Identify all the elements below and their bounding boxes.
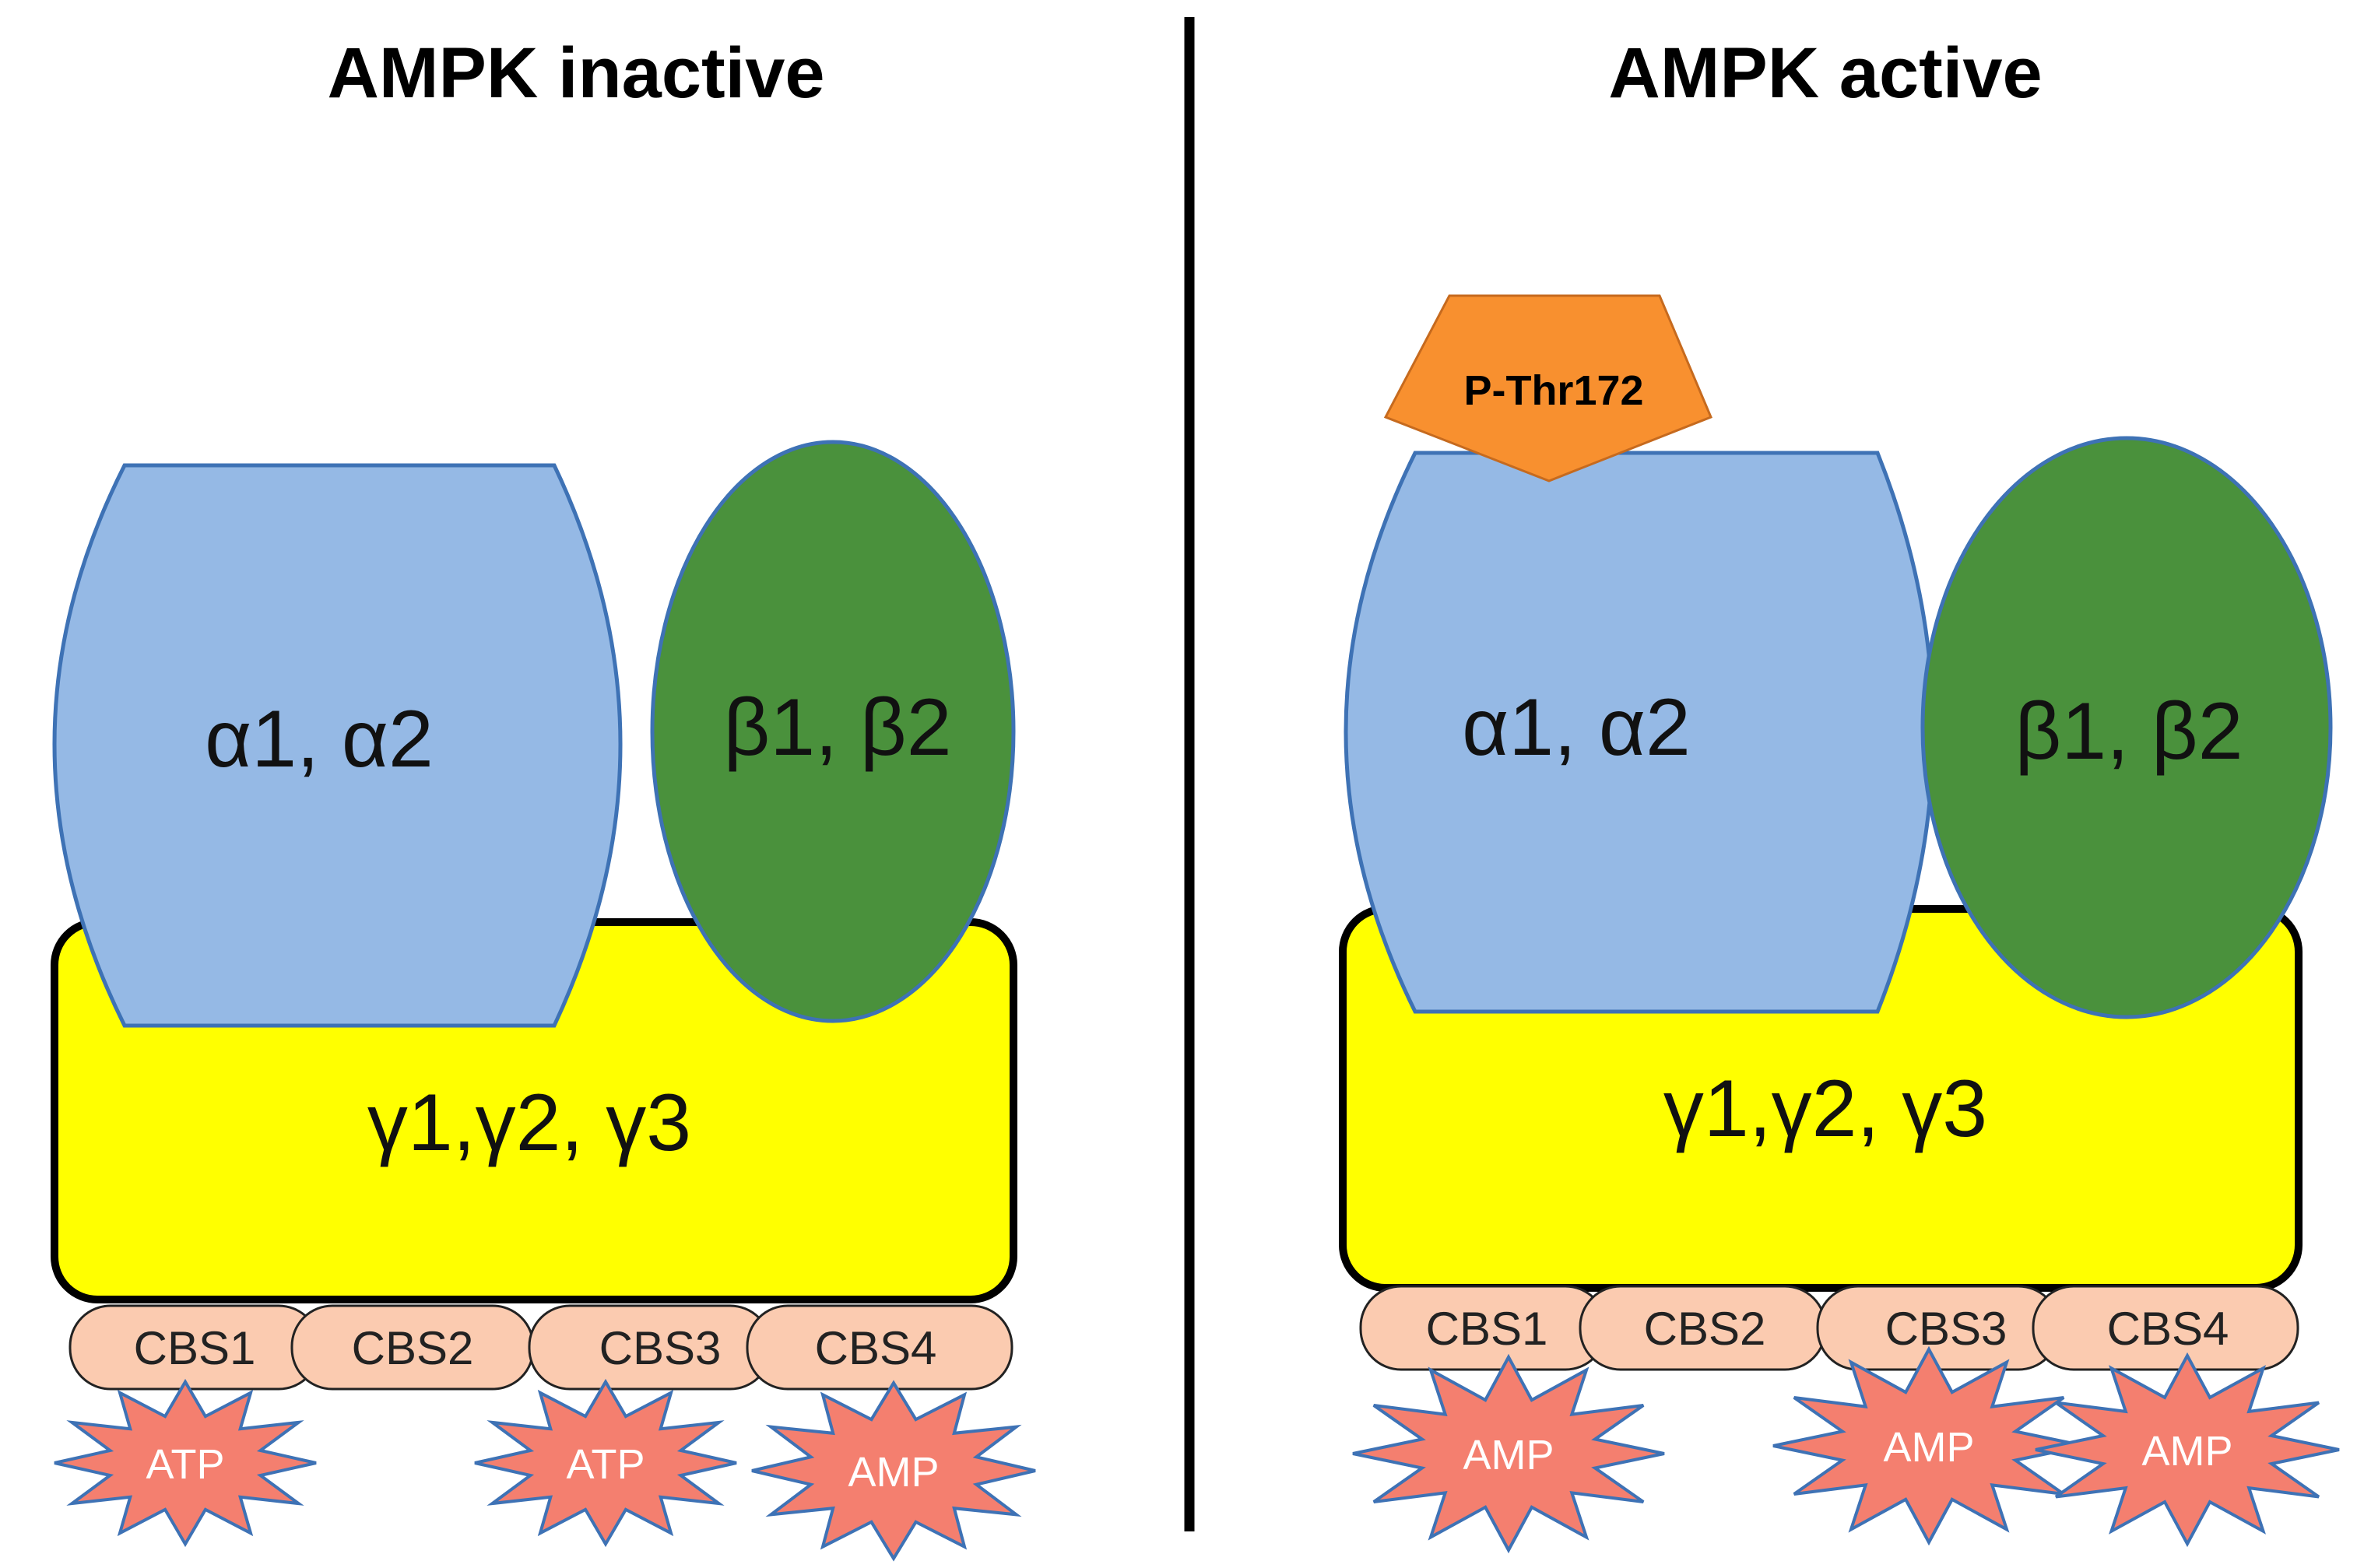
cbs-label: CBS1 (1426, 1303, 1548, 1355)
ligand-star (2035, 1352, 2340, 1548)
ligand-star (1352, 1353, 1665, 1554)
beta-subunit (1920, 436, 2333, 1019)
ligand-label: AMP (1463, 1432, 1554, 1479)
beta-label: β1, β2 (723, 682, 951, 773)
ligand-label: AMP (1883, 1424, 1974, 1471)
alpha-subunit (1344, 451, 1935, 1014)
phospho-label: P-Thr172 (1463, 367, 1643, 414)
cbs-domain (2032, 1285, 2299, 1371)
ligand-label: ATP (566, 1441, 645, 1488)
ligand-star (751, 1380, 1036, 1562)
cbs-label: CBS4 (2107, 1303, 2229, 1355)
alpha-label: α1, α2 (205, 694, 434, 784)
cbs-label: CBS2 (352, 1322, 474, 1374)
alpha-label: α1, α2 (1462, 682, 1691, 773)
panel-inactive: AMPK inactive α1, α2 β1, β2 γ1,γ2, γ3 CB… (51, 33, 1036, 1562)
phospho-thr172-marker (1383, 294, 1712, 482)
cbs-domain (746, 1304, 1013, 1391)
alpha-subunit (52, 463, 623, 1028)
ligand-star (1772, 1345, 2085, 1546)
gamma-label: γ1,γ2, γ3 (367, 1078, 691, 1168)
ligand-star (474, 1378, 737, 1548)
ligand-label: AMP (2141, 1428, 2232, 1475)
panel-title-active: AMPK active (1608, 33, 2042, 113)
panel-title-inactive: AMPK inactive (327, 33, 824, 113)
ligand-label: AMP (848, 1449, 939, 1496)
ligand-star (54, 1378, 317, 1548)
beta-label: β1, β2 (2015, 686, 2243, 777)
cbs-label: CBS2 (1644, 1303, 1766, 1355)
ligand-label: ATP (146, 1441, 224, 1488)
cbs-label: CBS1 (134, 1322, 256, 1374)
cbs-label: CBS4 (815, 1322, 937, 1374)
cbs-label: CBS3 (1885, 1303, 2007, 1355)
cbs-label: CBS3 (599, 1322, 722, 1374)
beta-subunit (650, 440, 1016, 1023)
gamma-label: γ1,γ2, γ3 (1663, 1064, 1987, 1154)
panel-active: AMPK active P-Thr172 α1, α2 β1, β2 γ1,γ2… (1339, 33, 2340, 1554)
